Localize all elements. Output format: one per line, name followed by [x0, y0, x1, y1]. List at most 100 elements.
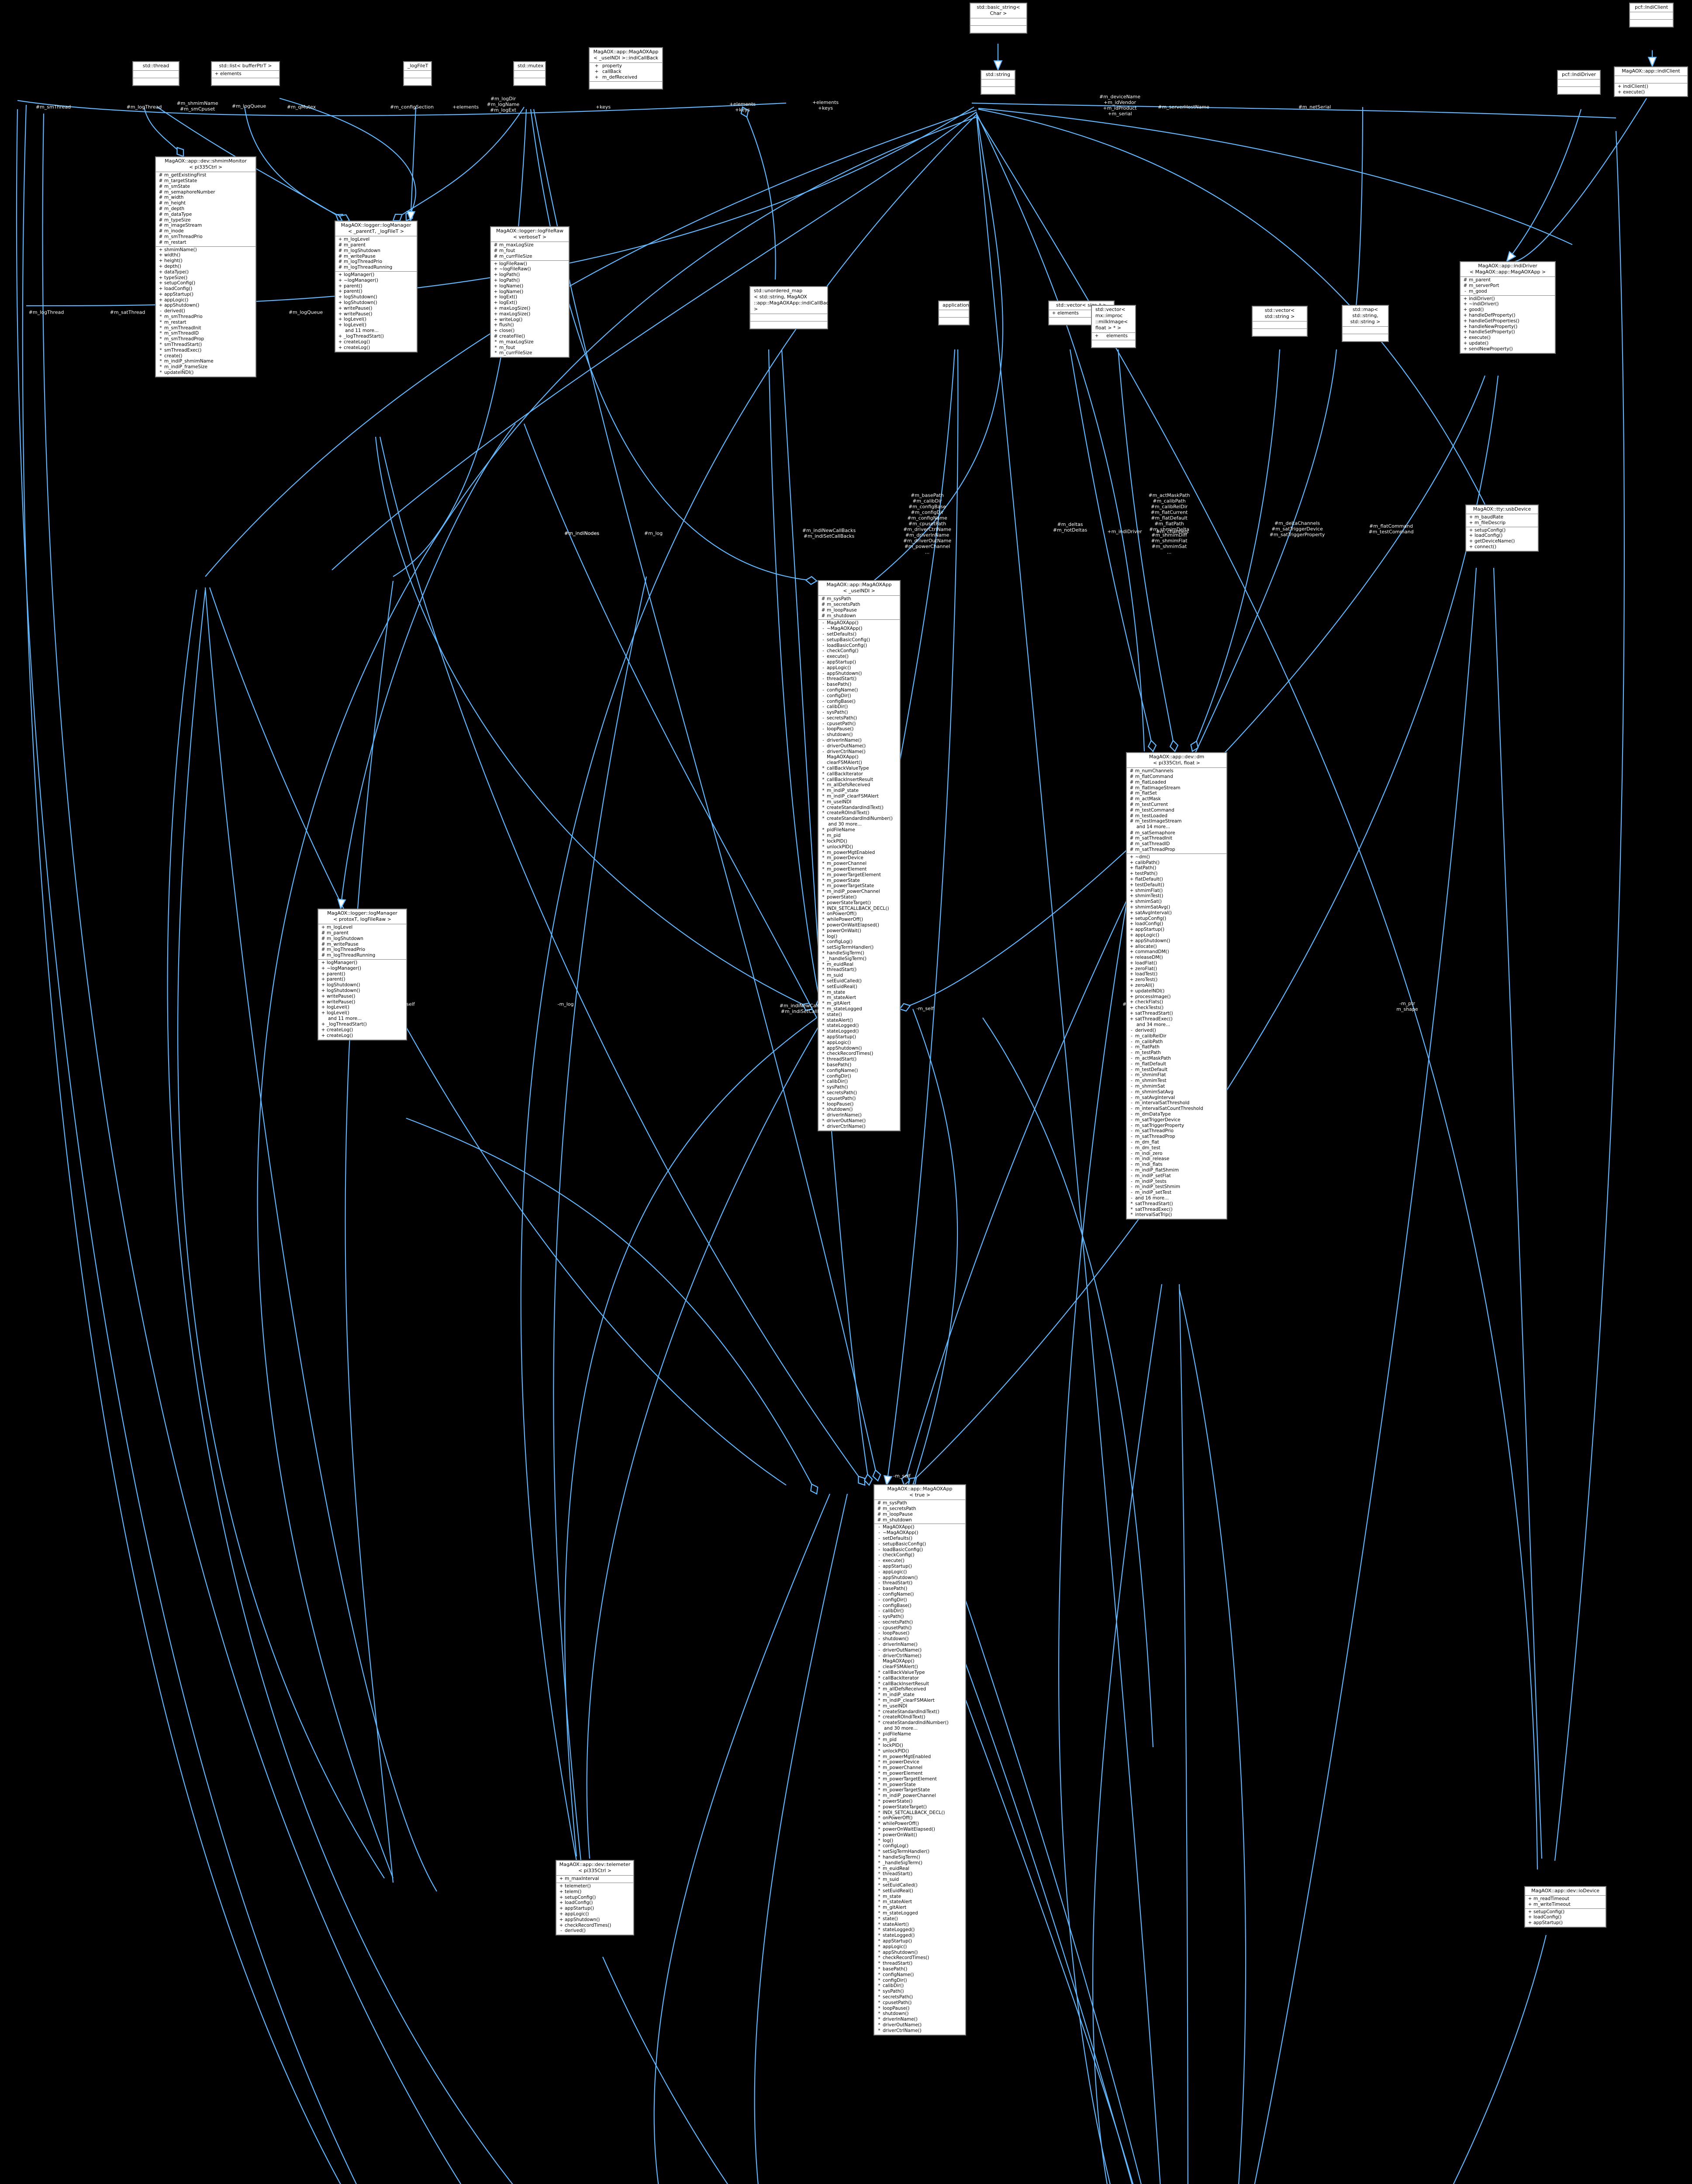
visibility: + [494, 328, 498, 334]
member-name: MagAOXApp() [827, 620, 859, 626]
member-row: #m_getExistingFirst [156, 173, 256, 178]
member-name: m_allDefsReceived [827, 782, 870, 788]
member-row: -m_indi_zero [1127, 1151, 1226, 1157]
visibility: * [878, 1799, 881, 1804]
member-row: *threadStart() [818, 1057, 900, 1062]
class-node-tty-usbdevice[interactable]: MagAOX::tty::usbDevice +m_baudRate+m_fil… [1465, 505, 1539, 552]
class-node-logmanager-generic[interactable]: MagAOX::logger::logManager < _parentT, _… [335, 221, 418, 352]
member-row: *m_indiP_powerChannel [818, 889, 900, 895]
visibility: * [878, 1754, 881, 1759]
member-name: createROIndiText() [883, 1714, 925, 1720]
class-node-magaoxapp-true[interactable]: MagAOX::app::MagAOXApp < true > #m_sysPa… [874, 1484, 966, 2035]
visibility: * [878, 1832, 881, 1838]
class-node-dev-iodevice[interactable]: MagAOX::app::dev::ioDevice +m_readTimeou… [1524, 1886, 1606, 1928]
class-node-std-mutex[interactable]: std::mutex [513, 61, 546, 86]
member-row: *pidFileName [818, 827, 900, 833]
class-node-vector-milkimage-float[interactable]: std::vector< mx::improc ::milkImage< flo… [1091, 305, 1136, 349]
class-node-magaoxapp-useindi[interactable]: MagAOX::app::MagAOXApp < _useINDI > #m_s… [818, 580, 901, 1131]
class-node-logmanager-concrete[interactable]: MagAOX::logger::logManager < protoxT, lo… [318, 909, 407, 1040]
member-name: sysPath() [883, 1614, 904, 1620]
visibility: * [878, 1698, 881, 1704]
member-row: *unlockPID() [874, 1749, 965, 1754]
member-row: +appShutdown() [556, 1917, 633, 1923]
visibility: - [878, 1580, 880, 1586]
member-name: m_restart [164, 319, 186, 325]
class-node-std-string[interactable]: std::string [981, 70, 1015, 95]
visibility: * [878, 1782, 881, 1787]
class-node-vector-string[interactable]: std::vector< std::string > [1252, 306, 1308, 337]
visibility: + [1528, 1909, 1532, 1914]
member-name: m_smState [164, 183, 190, 189]
class-node-shmimmonitor-pi335ctrl[interactable]: MagAOX::app::dev::shmimMonitor < pi335Ct… [155, 156, 256, 377]
member-row: *m_indiP_clearFSMAlert [874, 1698, 965, 1704]
member-row: -MagAOXApp() [874, 1524, 965, 1530]
class-node-unordered-map-indicallback[interactable]: std::unordered_map < std::string, MagAOX… [749, 286, 832, 330]
member-row: -driverCtrlName() [874, 1653, 965, 1659]
class-node-pcf-indiclient[interactable]: pcf::IndiClient [1629, 3, 1674, 28]
member-row: #m_actMask [1127, 796, 1226, 802]
visibility: # [321, 930, 325, 936]
member-row: -~MagAOXApp() [818, 626, 900, 632]
member-row: #m_logThreadRunning [318, 953, 406, 958]
class-node-indidriver-magaoxapp[interactable]: MagAOX::app::indiDriver < MagAOX::app::M… [1460, 261, 1556, 354]
member-name: maxLogSize() [499, 311, 531, 317]
member-row: *callBackInsertResult [874, 1681, 965, 1687]
member-row: +parent() [335, 289, 417, 294]
visibility: * [822, 867, 825, 872]
member-row: +checkTests() [1127, 1005, 1226, 1011]
member-name: stateAlert() [883, 1921, 909, 1927]
visibility: - [1131, 1173, 1133, 1178]
edge-label: #m_configSection [390, 104, 434, 110]
member-row: +m_fileDescrip [1466, 520, 1538, 526]
class-node-pcf-indidriver[interactable]: pcf::IndiDriver [1557, 70, 1601, 95]
member-row: *callBackInsertResult [818, 777, 900, 783]
class-node-logfileraw[interactable]: MagAOX::logger::logFileRaw < verboseT > … [490, 226, 570, 358]
class-node-dev-telemeter-pi335ctrl[interactable]: MagAOX::app::dev::telemeter < pi335Ctrl … [556, 1860, 634, 1936]
member-name: checkConfig() [827, 648, 859, 654]
class-node-std-basic-string[interactable]: std::basic_string< Char > [970, 3, 1027, 34]
visibility: * [822, 861, 825, 867]
visibility: + [159, 303, 163, 308]
visibility: - [822, 648, 824, 654]
member-name: m_euidReal [883, 1866, 909, 1871]
class-node-logfilet[interactable]: _logFileT [403, 61, 432, 86]
member-name: createLog() [327, 1027, 353, 1033]
member-name: m_satThreadID [1135, 841, 1170, 847]
class-node-std-list-bufferptrt[interactable]: std::list< bufferPtrT > + elements [211, 61, 280, 86]
member-row: *createStandardIndiNumber() [874, 1720, 965, 1726]
member-name: configLog() [827, 939, 853, 945]
visibility: - [1131, 1123, 1133, 1128]
visibility: # [1129, 796, 1134, 802]
class-node-dev-dm-pi335ctrl[interactable]: MagAOX::app::dev::dm < pi335Ctrl, float … [1126, 752, 1227, 1220]
visibility: * [822, 833, 825, 839]
member-row: *m_powerChannel [874, 1765, 965, 1771]
member-name: threadStart() [827, 967, 857, 973]
member-row: +parent() [318, 977, 406, 982]
member-name: typeSize() [164, 275, 188, 280]
member-name: loadConfig() [1474, 533, 1503, 539]
class-node-magaox-app-indiclient[interactable]: MagAOX::app::indiClient +indiClient() +e… [1614, 66, 1688, 97]
visibility: + [1129, 927, 1134, 933]
visibility: * [878, 1838, 881, 1843]
class-node-application[interactable]: application [938, 301, 970, 326]
class-node-std-thread[interactable]: std::thread [132, 61, 180, 86]
visibility: * [878, 1703, 881, 1709]
member-row: +loadConfig() [1466, 533, 1538, 539]
member-row: -m_dm_test [1127, 1145, 1226, 1151]
visibility: # [494, 333, 498, 339]
visibility: - [878, 1647, 880, 1653]
class-node-map-string-string[interactable]: std::map< std::string, std::string > [1342, 305, 1389, 342]
member-row: #m_flatCommand [1127, 774, 1226, 780]
visibility: # [494, 248, 498, 253]
member-row: *createStandardIndiNumber() [818, 816, 900, 822]
visibility: * [1130, 1201, 1133, 1206]
visibility: # [877, 1506, 881, 1511]
member-row: +m_writeTimeout [1525, 1902, 1606, 1908]
class-node-indicallback[interactable]: MagAOX::app::MagAOXApp < _useINDI >::ind… [589, 47, 663, 90]
member-row: #m_testImageStream [1127, 819, 1226, 824]
member-name: width() [164, 252, 181, 258]
member-name: powerOnWaitElapsed() [883, 1827, 935, 1832]
member-row: *sysPath() [818, 1085, 900, 1090]
member-name: appLogic() [164, 297, 189, 303]
member-name: m_flatPath [1135, 1044, 1160, 1050]
